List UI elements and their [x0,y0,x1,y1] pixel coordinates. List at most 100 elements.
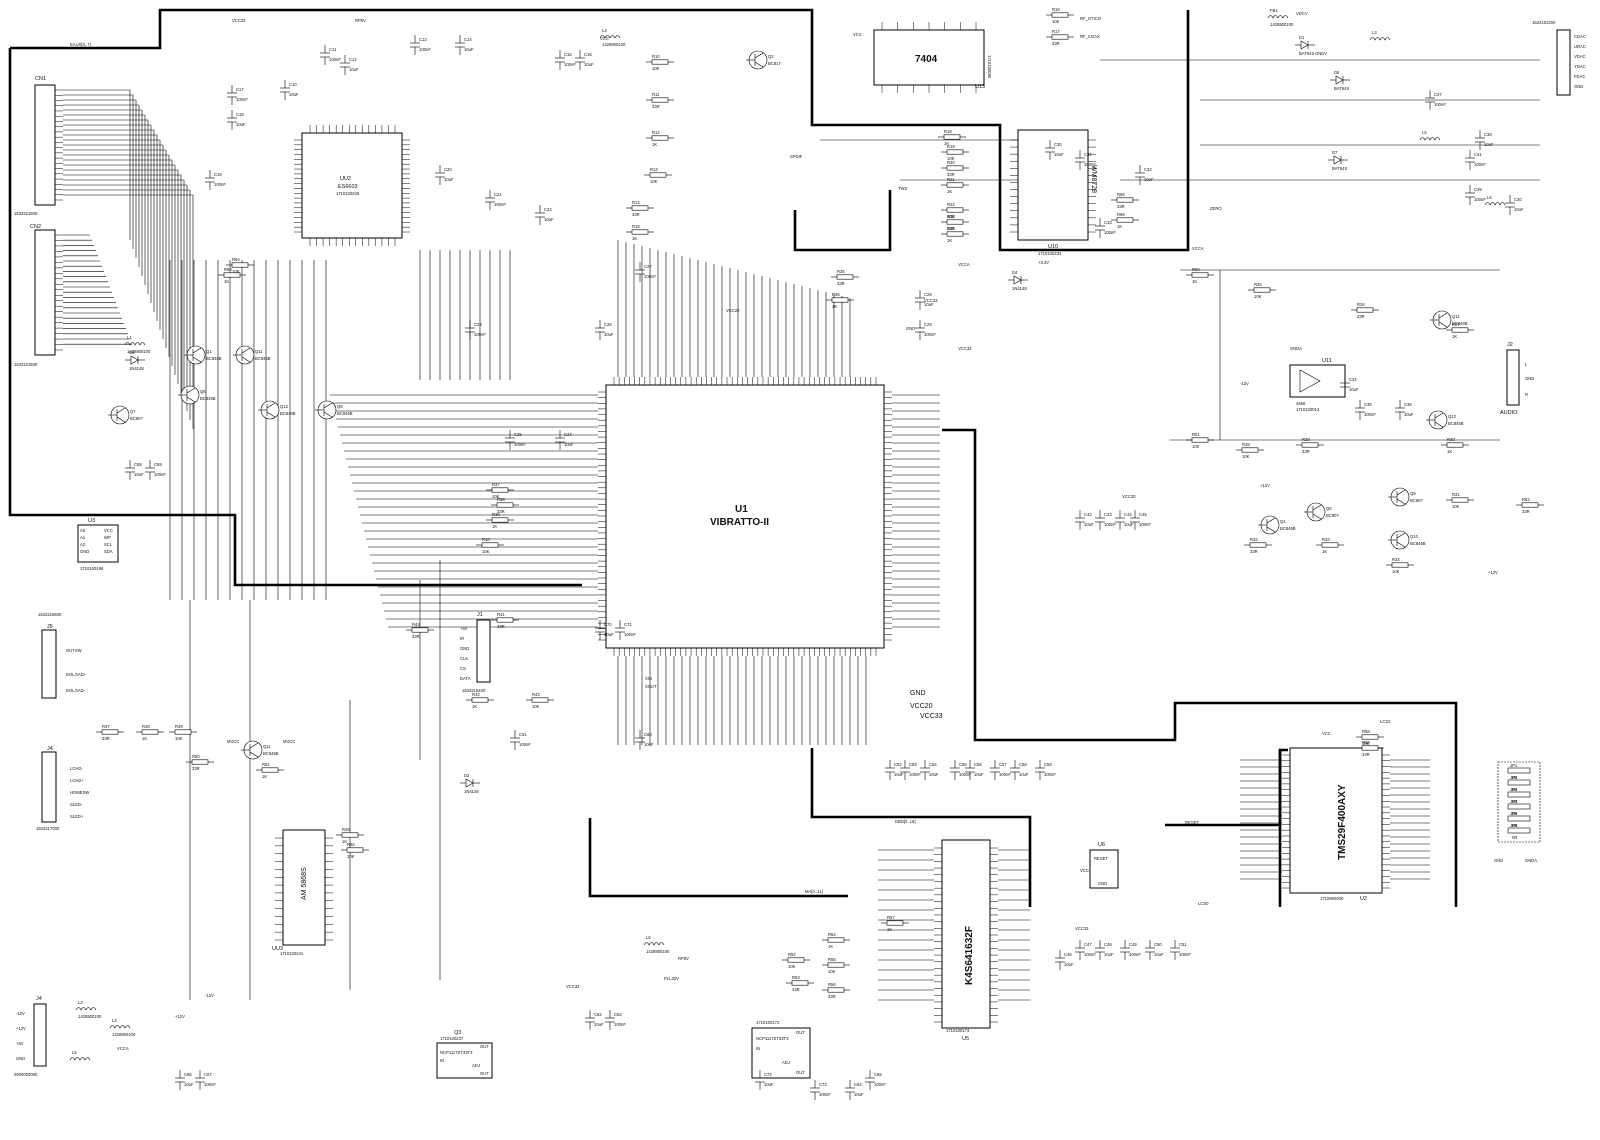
net-eaux: EAUX[0..7] [70,42,91,47]
video-pin-gnd: GND [1574,84,1583,89]
net-vcc-top: VCC [600,36,609,41]
svg-text:0R: 0R [1512,799,1517,804]
svg-text:R66: R66 [1117,212,1125,217]
svg-text:Q11: Q11 [1452,314,1460,319]
net-vcc33-u1: VCC33 [920,713,943,720]
svg-text:R45: R45 [342,827,350,832]
net-vcc33-top: VCC33 [232,18,246,23]
svg-text:C58: C58 [1019,762,1027,767]
jpw-pin-p12: +12V [16,1026,26,1031]
svg-text:1428800100: 1428800100 [602,42,626,47]
svg-text:R28: R28 [1242,442,1250,447]
svg-text:R25: R25 [1254,282,1262,287]
audio-label: AUDIO [1500,410,1518,416]
jpw-ref: J4 [36,996,42,1002]
svg-text:100nF: 100nF [924,332,936,337]
svg-text:R26: R26 [1357,302,1365,307]
svg-text:BC846B: BC846B [280,411,296,416]
discrete-parts: L41428800100L11428800100L3L5L6FB11428800… [69,7,1544,1100]
svg-text:1K: 1K [342,839,347,844]
svg-text:C24: C24 [564,432,572,437]
svg-text:33R: 33R [632,212,640,217]
net-rp5v-top: RP5V [355,18,366,23]
svg-text:JP4: JP4 [1510,799,1518,804]
svg-text:10uF: 10uF [1104,952,1114,957]
q3-code: 1710100237 [440,1036,464,1041]
svg-text:C54: C54 [929,762,937,767]
capacitor: C47 100nF [1075,940,1096,960]
svg-text:C61: C61 [519,732,527,737]
svg-text:100nF: 100nF [1044,772,1056,777]
svg-text:BC846B: BC846B [200,396,216,401]
svg-text:1K: 1K [947,189,952,194]
svg-text:R41: R41 [497,612,505,617]
net-vdcv: VDCV [1296,11,1308,16]
svg-text:BC846B: BC846B [1410,541,1426,546]
svg-text:33R: 33R [1117,204,1125,209]
net-gndv-r: GNDV [1315,51,1327,56]
u3-pin-wp: WP [104,535,111,540]
j2-ref: J2 [1507,342,1513,348]
svg-text:R34: R34 [1392,557,1400,562]
svg-text:10K: 10K [947,214,955,219]
svg-text:Q2: Q2 [768,54,774,59]
j1-ref: J1 [477,612,483,618]
svg-text:1K: 1K [887,927,892,932]
svg-text:R60: R60 [1192,267,1200,272]
net-ma: MA[0..11] [805,889,823,894]
net-labels: EAUX[0..7] VCC33 RP5V VCC VCC RF_OTICO R… [70,11,1498,1051]
svg-text:10uF: 10uF [444,177,454,182]
q3-ref: Q3 [454,1030,461,1036]
svg-text:100nF: 100nF [614,1022,626,1027]
svg-text:10K: 10K [1392,569,1400,574]
jpw-code: 0000000000 [14,1072,38,1077]
svg-text:C47: C47 [1084,942,1092,947]
svg-text:10uF: 10uF [1154,952,1164,957]
svg-text:C45: C45 [1139,512,1147,517]
net-vcc20-t: VCC20 [726,308,740,313]
svg-text:BC846B: BC846B [1280,526,1296,531]
svg-text:10uF: 10uF [594,1022,604,1027]
svg-text:C17: C17 [236,87,244,92]
j1-pin-5v: +5V [460,626,468,631]
svg-text:R43: R43 [532,692,540,697]
u6-pin-reset: RESET [1094,856,1108,861]
svg-text:100nF: 100nF [419,47,431,52]
j4-pin-sled-minus: SLED- [70,802,83,807]
j4-pin-homesw: HOMESW [70,790,89,795]
svg-text:100nF: 100nF [1084,952,1096,957]
connector-cn2: CN2 1633221600 [14,224,63,367]
svg-text:C16: C16 [584,52,592,57]
svg-text:10uF: 10uF [564,442,574,447]
svg-text:10K: 10K [1192,444,1200,449]
